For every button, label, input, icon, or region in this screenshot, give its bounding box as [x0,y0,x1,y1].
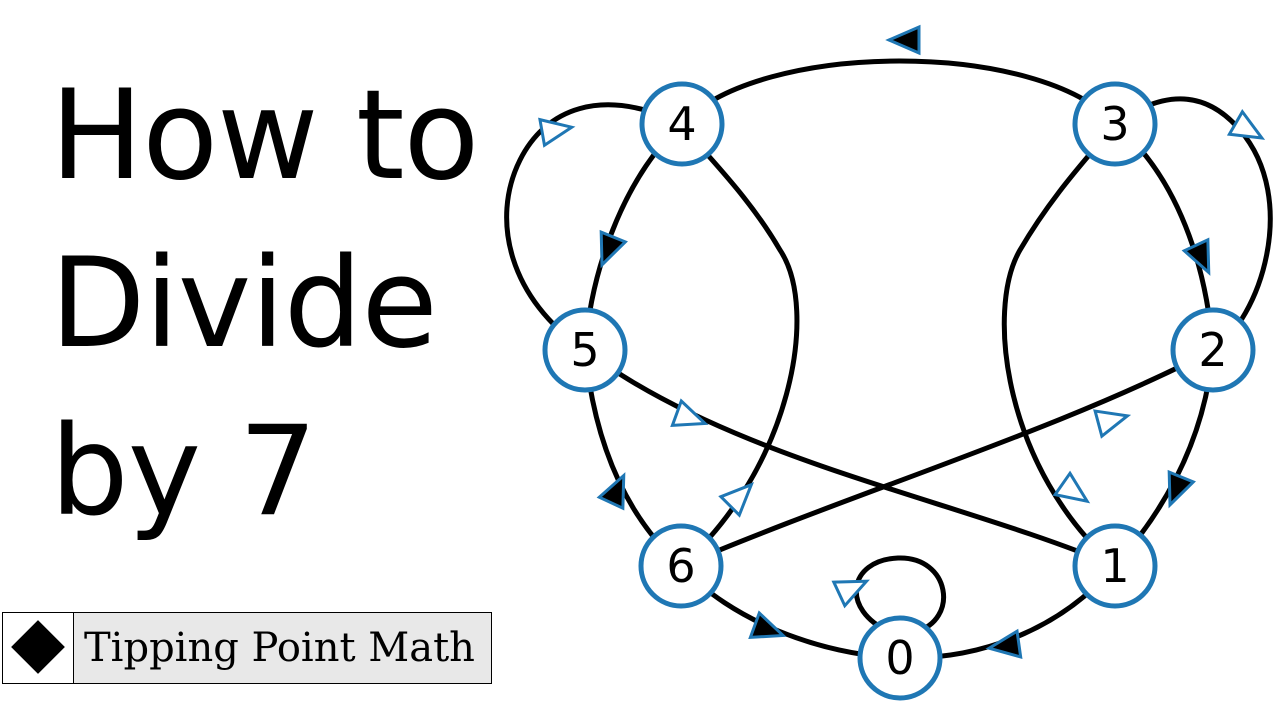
node-4: 4 [639,81,725,167]
title-block: How to Divide by 7 [50,52,479,556]
node-circle [1072,523,1158,609]
edge-6-4 [679,122,800,568]
channel-name: Tipping Point Math [74,613,491,683]
arrowhead-hollow-icon [538,117,576,148]
graph-arrows [538,24,1266,659]
node-6: 6 [638,523,724,609]
edge-1-3 [1001,122,1117,568]
arrowhead-filled-icon [599,229,628,269]
arrowhead-hollow-icon [1052,470,1091,504]
edge-2-3-outer [1113,96,1273,353]
diamond-icon [3,613,74,683]
node-circle [638,523,724,609]
node-label: 5 [570,323,599,377]
edge-4-5-outer [504,102,684,353]
node-circle [542,307,628,393]
node-0: 0 [857,615,943,701]
node-label: 6 [666,539,695,593]
node-label: 3 [1100,97,1129,151]
arrowhead-hollow-icon [670,398,709,428]
arrowhead-filled-icon [985,628,1023,659]
node-5: 5 [542,307,628,393]
arrowhead-filled-icon [748,610,787,640]
node-2: 2 [1170,307,1256,393]
node-label: 0 [885,631,914,685]
node-3: 3 [1072,81,1158,167]
arrowhead-filled-icon [885,24,921,56]
title-line-3: by 7 [50,400,317,544]
graph-nodes: 0 1 2 3 4 5 6 [542,81,1256,701]
title-line-1: How to [50,64,479,208]
arrowhead-hollow-icon [718,482,754,518]
edge-0-loop [853,555,946,635]
arrowhead-filled-icon [1181,237,1211,276]
arrowhead-hollow-icon [831,579,870,609]
node-circle [1072,81,1158,167]
arrowhead-filled-icon [1167,469,1196,509]
node-circle [857,615,943,701]
title-line-2: Divide [50,232,438,376]
channel-logo: Tipping Point Math [2,612,492,684]
node-1: 1 [1072,523,1158,609]
node-circle [1170,307,1256,393]
edge-6-2 [680,347,1215,569]
edge-3-4 [680,58,1117,126]
arrowhead-filled-icon [596,472,626,511]
node-label: 2 [1198,323,1227,377]
edge-5-1 [583,348,1116,569]
arrowhead-hollow-icon [1226,109,1266,140]
node-circle [639,81,725,167]
node-label: 1 [1100,539,1129,593]
arrowhead-hollow-icon [1093,409,1132,439]
node-label: 4 [667,97,696,151]
